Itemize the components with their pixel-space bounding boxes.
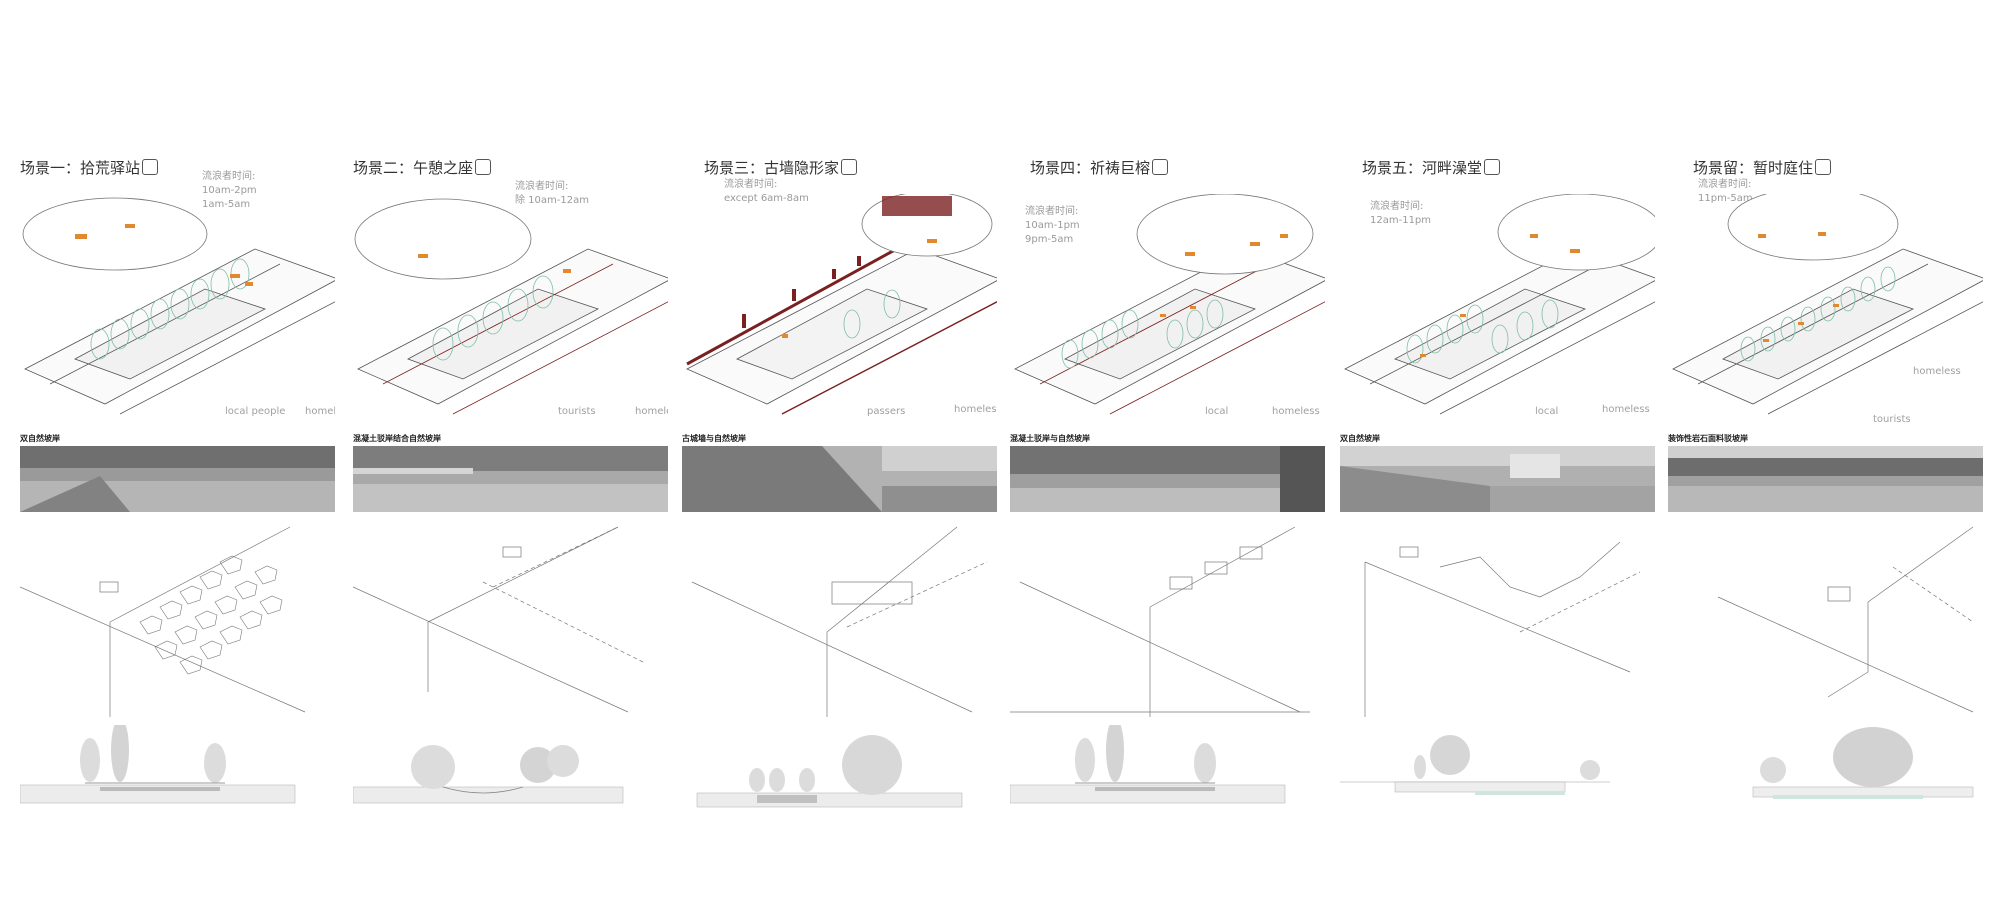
section-drawing-3 xyxy=(696,735,963,808)
scene-panel-4: 场景四：祈祷巨榕 流浪者时间: 10am-1pm 9pm-5am local h… xyxy=(1010,150,1325,860)
section-drawing-5 xyxy=(1340,735,1610,795)
section-drawing-2 xyxy=(353,745,624,804)
river-photo-6 xyxy=(1668,446,1983,512)
time-block-4: 流浪者时间: 10am-1pm 9pm-5am xyxy=(1025,206,1080,245)
river-photo-1 xyxy=(20,446,335,512)
time-block-1: 流浪者时间: 10am-2pm 1am-5am xyxy=(202,171,257,210)
person-label: homeless xyxy=(1913,366,1961,377)
isometric-scene-5: local homeless xyxy=(1344,194,1655,417)
checkbox-icon[interactable] xyxy=(142,159,159,175)
person-label: homeless xyxy=(954,404,997,415)
person-label: homeless xyxy=(1272,406,1320,417)
scene-panel-5: 场景五：河畔澡堂 流浪者时间: 12am-11pm local homeless… xyxy=(1340,150,1655,860)
checkbox-icon[interactable] xyxy=(1152,159,1169,175)
time-block-6: 流浪者时间: 11pm-5am xyxy=(1698,179,1753,204)
scene-title-4: 场景四：祈祷巨榕 xyxy=(1030,157,1169,178)
time-block-5: 流浪者时间: 12am-11pm xyxy=(1370,201,1432,226)
isometric-scene-2: tourists homeless xyxy=(354,198,668,417)
bank-detail-drawing-1 xyxy=(20,526,306,717)
person-label: local xyxy=(1205,406,1228,417)
section-drawing-4 xyxy=(1010,725,1286,804)
bank-detail-drawing-4 xyxy=(1010,526,1310,717)
river-photo-5 xyxy=(1340,446,1655,512)
person-label: tourists xyxy=(558,406,596,417)
bank-detail-drawing-2 xyxy=(353,526,644,713)
scene-title-5: 场景五：河畔澡堂 xyxy=(1362,157,1501,178)
river-photo-4 xyxy=(1010,446,1325,512)
bank-detail-drawing-3 xyxy=(691,526,988,717)
person-label: passers xyxy=(867,406,905,417)
checkbox-icon[interactable] xyxy=(1815,159,1832,175)
isometric-scene-4: local homeless xyxy=(1014,194,1325,417)
bank-type-label-6: 装饰性岩石面料驳坡岸 xyxy=(1668,434,1748,443)
section-drawing-6 xyxy=(1752,727,1974,799)
time-block-2: 流浪者时间: 除 10am-12am xyxy=(515,181,589,206)
section-drawing-1 xyxy=(20,725,296,804)
isometric-scene-3: passers homeless xyxy=(686,194,997,417)
isometric-scene-1: local people homeless xyxy=(22,197,335,417)
scene-panel-2: 场景二：午憩之座 流浪者时间: 除 10am-12am tourists hom… xyxy=(353,150,668,860)
scene-panel-1: 场景一：拾荒驿站 流浪者时间: 10am-2pm 1am-5am local p… xyxy=(20,150,335,860)
checkbox-icon[interactable] xyxy=(475,159,492,175)
bank-type-label-5: 双自然坡岸 xyxy=(1340,434,1380,443)
person-label: homeless xyxy=(1602,404,1650,415)
bank-type-label-2: 混凝土驳岸结合自然坡岸 xyxy=(353,434,441,443)
scene-title-6: 场景留：暂时庭住 xyxy=(1693,157,1832,178)
scene-title-1: 场景一：拾荒驿站 xyxy=(20,157,159,178)
river-photo-3 xyxy=(682,446,997,512)
bank-type-label-4: 混凝土驳岸与自然坡岸 xyxy=(1010,434,1090,443)
isometric-scene-6: homeless tourists xyxy=(1672,194,1983,425)
person-label: tourists xyxy=(1873,414,1911,425)
checkbox-icon[interactable] xyxy=(841,159,858,175)
time-block-3: 流浪者时间: except 6am-8am xyxy=(724,179,809,204)
scene-title-3: 场景三：古墙隐形家 xyxy=(704,157,858,178)
person-label: local people xyxy=(225,406,285,417)
bank-type-label-1: 双自然坡岸 xyxy=(20,434,60,443)
scene-panel-6: 场景留：暂时庭住 流浪者时间: 11pm-5am homeless touris… xyxy=(1668,150,1983,860)
scene-title-2: 场景二：午憩之座 xyxy=(353,157,492,178)
person-label: homeless xyxy=(635,406,668,417)
bank-type-label-3: 古城墙与自然坡岸 xyxy=(682,434,746,443)
river-photo-2 xyxy=(353,446,668,512)
scene-panel-3: 场景三：古墙隐形家 流浪者时间: except 6am-8am passers … xyxy=(682,150,997,860)
bank-detail-drawing-5 xyxy=(1364,541,1641,717)
person-label: homeless xyxy=(305,406,335,417)
bank-detail-drawing-6 xyxy=(1717,526,1974,713)
person-label: local xyxy=(1535,406,1558,417)
checkbox-icon[interactable] xyxy=(1484,159,1501,175)
